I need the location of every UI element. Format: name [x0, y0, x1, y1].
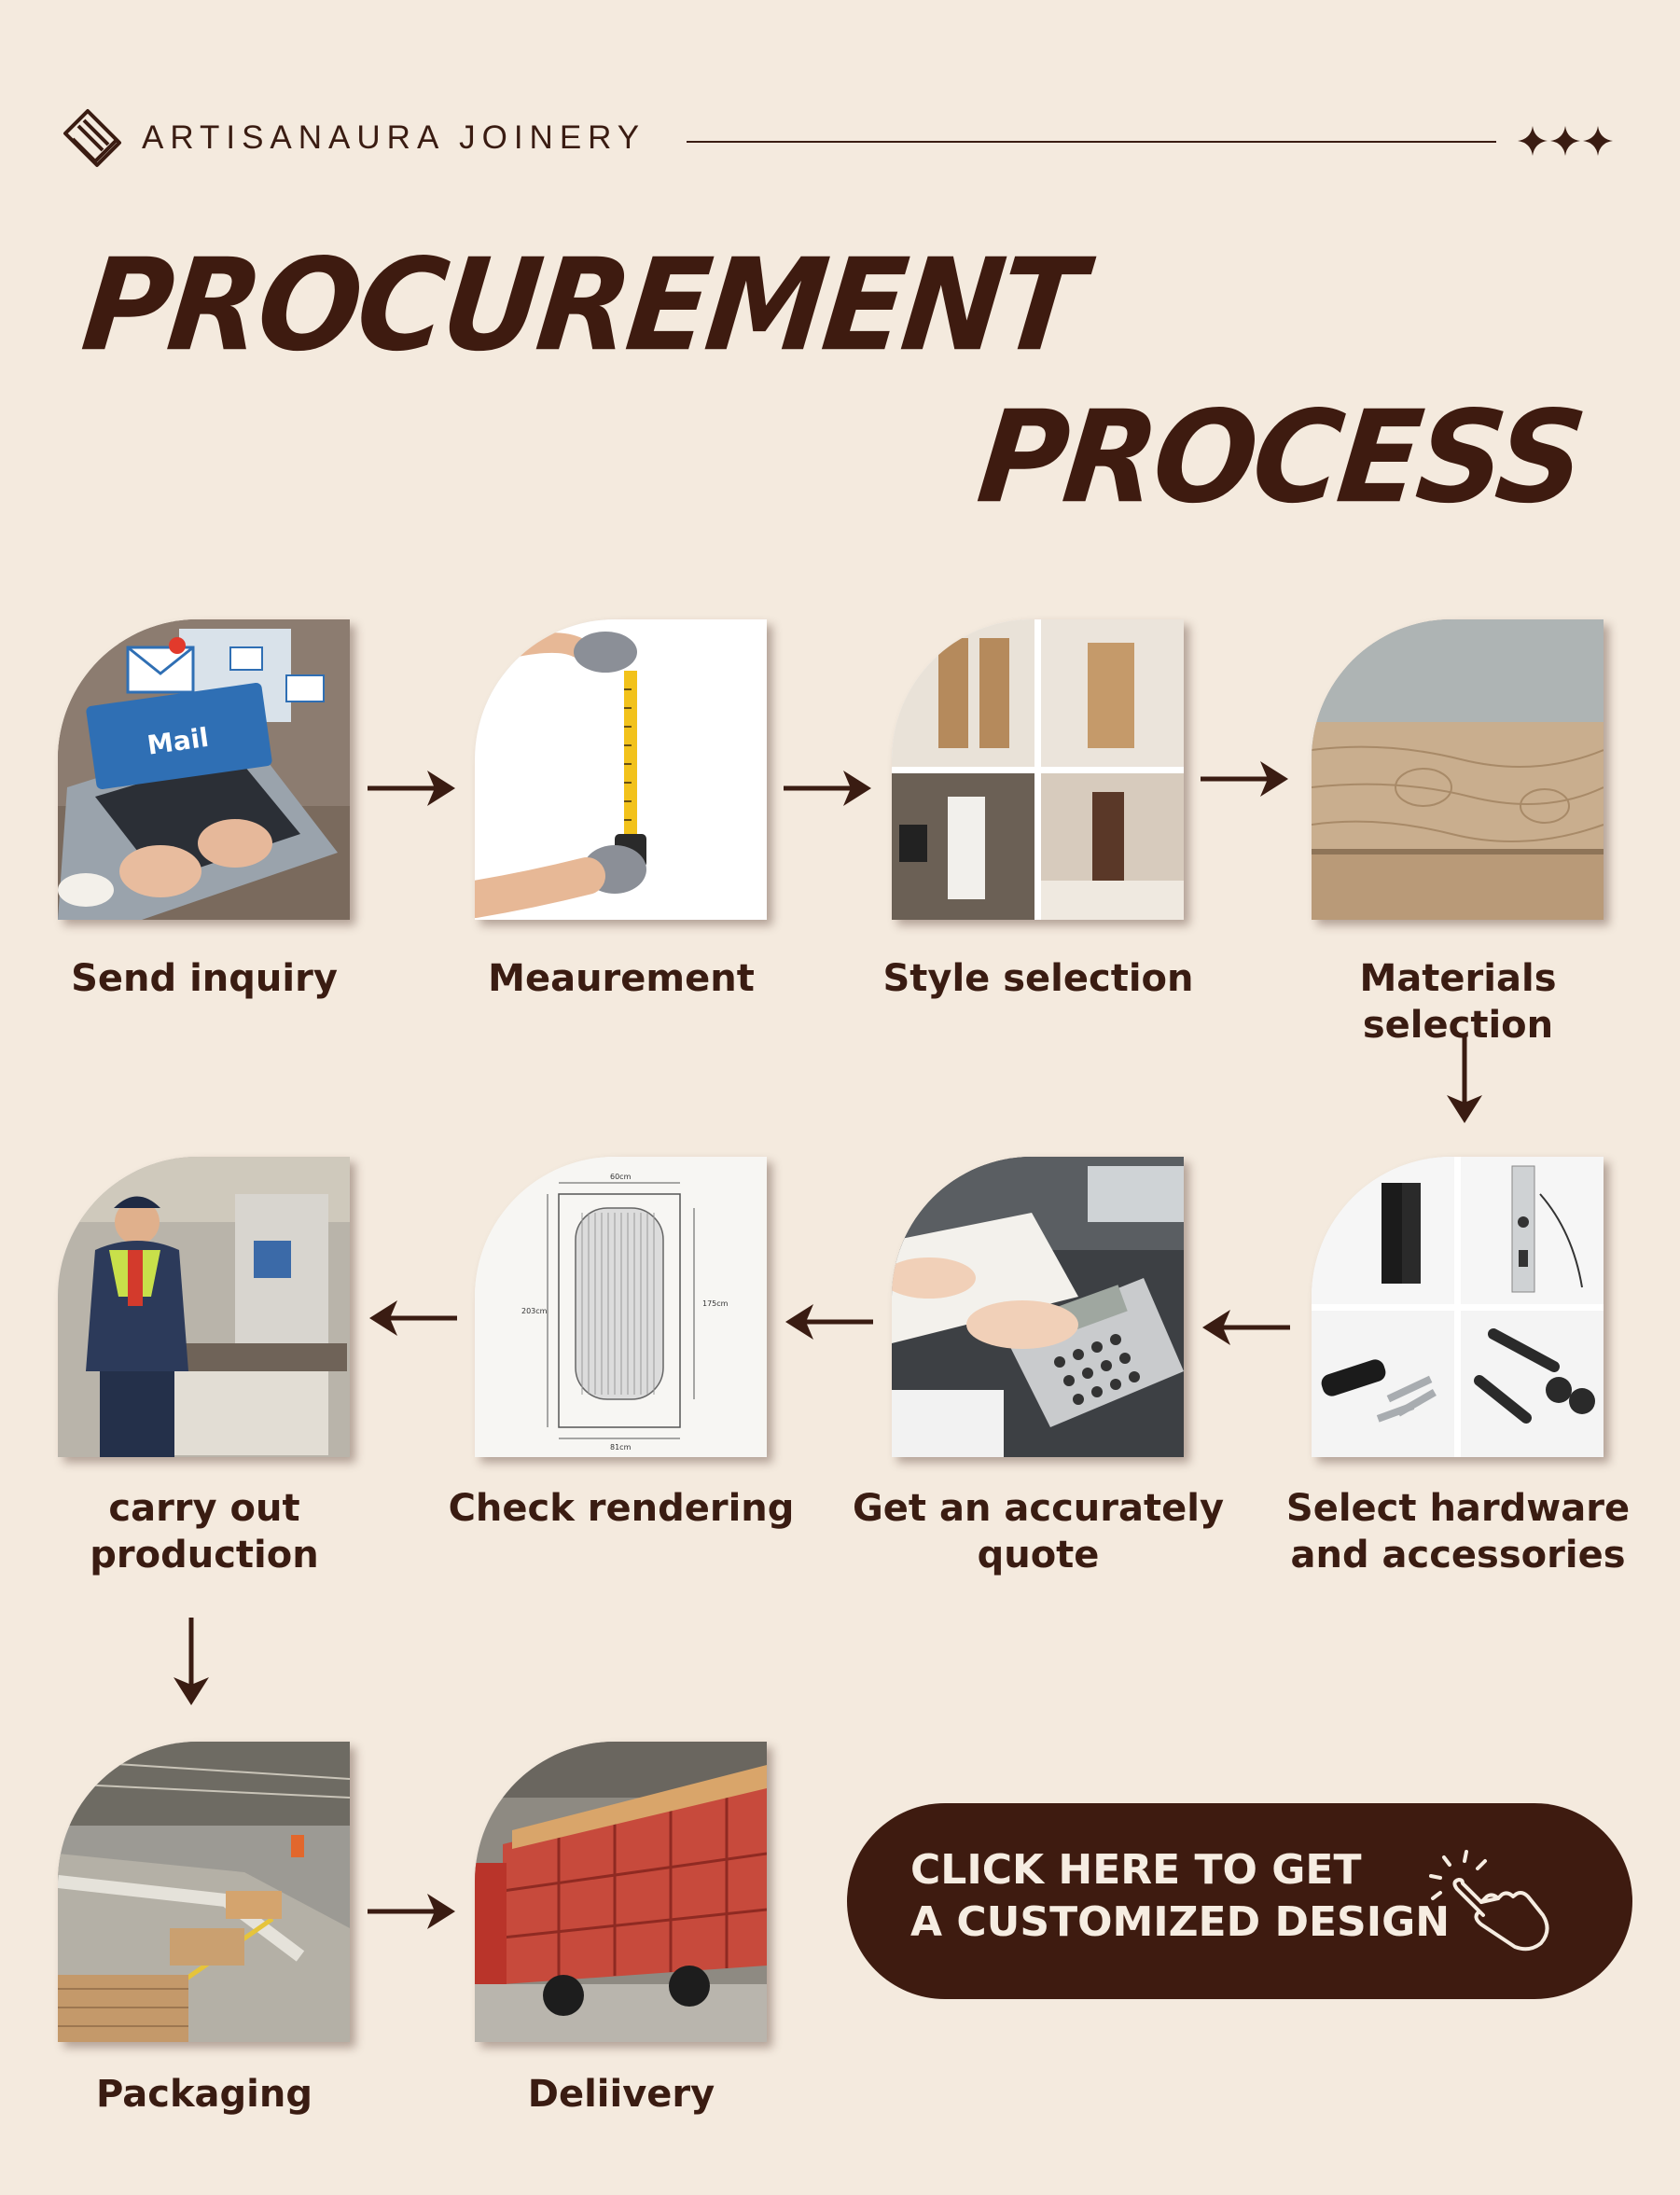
tape-measure-photo — [475, 619, 767, 920]
door-styles-collage — [892, 619, 1184, 920]
dimension-bottom: 81cm — [610, 1443, 632, 1452]
step-label-delivery: Deliivery — [527, 2073, 715, 2116]
step-label-materials-selection: Materials selection — [1359, 957, 1557, 1047]
step-label-send-inquiry: Send inquiry — [71, 957, 338, 1000]
arrow-right-icon — [368, 771, 455, 806]
dimension-right: 175cm — [702, 1299, 729, 1308]
hardware-collage — [1312, 1157, 1604, 1457]
factory-worker-photo — [58, 1157, 350, 1457]
step-label-quote: Get an accurately quote — [852, 1487, 1225, 1577]
arrow-right-icon — [368, 1894, 455, 1929]
calculator-photo — [892, 1157, 1184, 1457]
delivery-truck-photo — [475, 1742, 767, 2042]
step-label-production: carry out production — [90, 1487, 319, 1577]
brand-name: ARTISANAURA JOINERY — [142, 119, 646, 156]
wood-board-photo — [1312, 619, 1604, 920]
title-line-2: PROCESS — [971, 382, 1590, 532]
cta-line-1: CLICK HERE TO GET — [910, 1846, 1362, 1894]
customized-design-button[interactable]: CLICK HERE TO GET A CUSTOMIZED DESIGN — [847, 1803, 1632, 1999]
arrow-right-icon — [1201, 761, 1288, 797]
arrow-left-icon — [369, 1300, 457, 1336]
step-label-measurement: Meaurement — [488, 957, 755, 1000]
step-label-packaging: Packaging — [96, 2073, 312, 2116]
dimension-left: 203cm — [521, 1307, 548, 1315]
door-drawing: 60cm 81cm 203cm 175cm — [475, 1157, 767, 1457]
three-stars-icon — [1518, 126, 1613, 156]
arrow-down-icon — [1447, 1035, 1482, 1123]
arrow-left-icon — [785, 1304, 873, 1340]
laptop-mail-photo: Mail — [58, 619, 350, 920]
arrow-down-icon — [174, 1618, 209, 1705]
header-divider — [687, 141, 1496, 143]
diamond-logo-icon — [63, 109, 121, 167]
cta-line-2: A CUSTOMIZED DESIGN — [910, 1898, 1451, 1946]
step-label-hardware: Select hardware and accessories — [1285, 1487, 1631, 1577]
step-label-check-rendering: Check rendering — [448, 1487, 795, 1530]
arrow-right-icon — [784, 771, 871, 806]
title-line-1: PROCUREMENT — [76, 230, 1088, 380]
dimension-top: 60cm — [610, 1173, 632, 1181]
cta-text: CLICK HERE TO GET A CUSTOMIZED DESIGN — [910, 1844, 1450, 1949]
arrow-left-icon — [1202, 1310, 1290, 1345]
step-label-style-selection: Style selection — [882, 957, 1194, 1000]
packaging-line-photo — [58, 1742, 350, 2042]
pointing-hand-icon — [1429, 1850, 1549, 1952]
